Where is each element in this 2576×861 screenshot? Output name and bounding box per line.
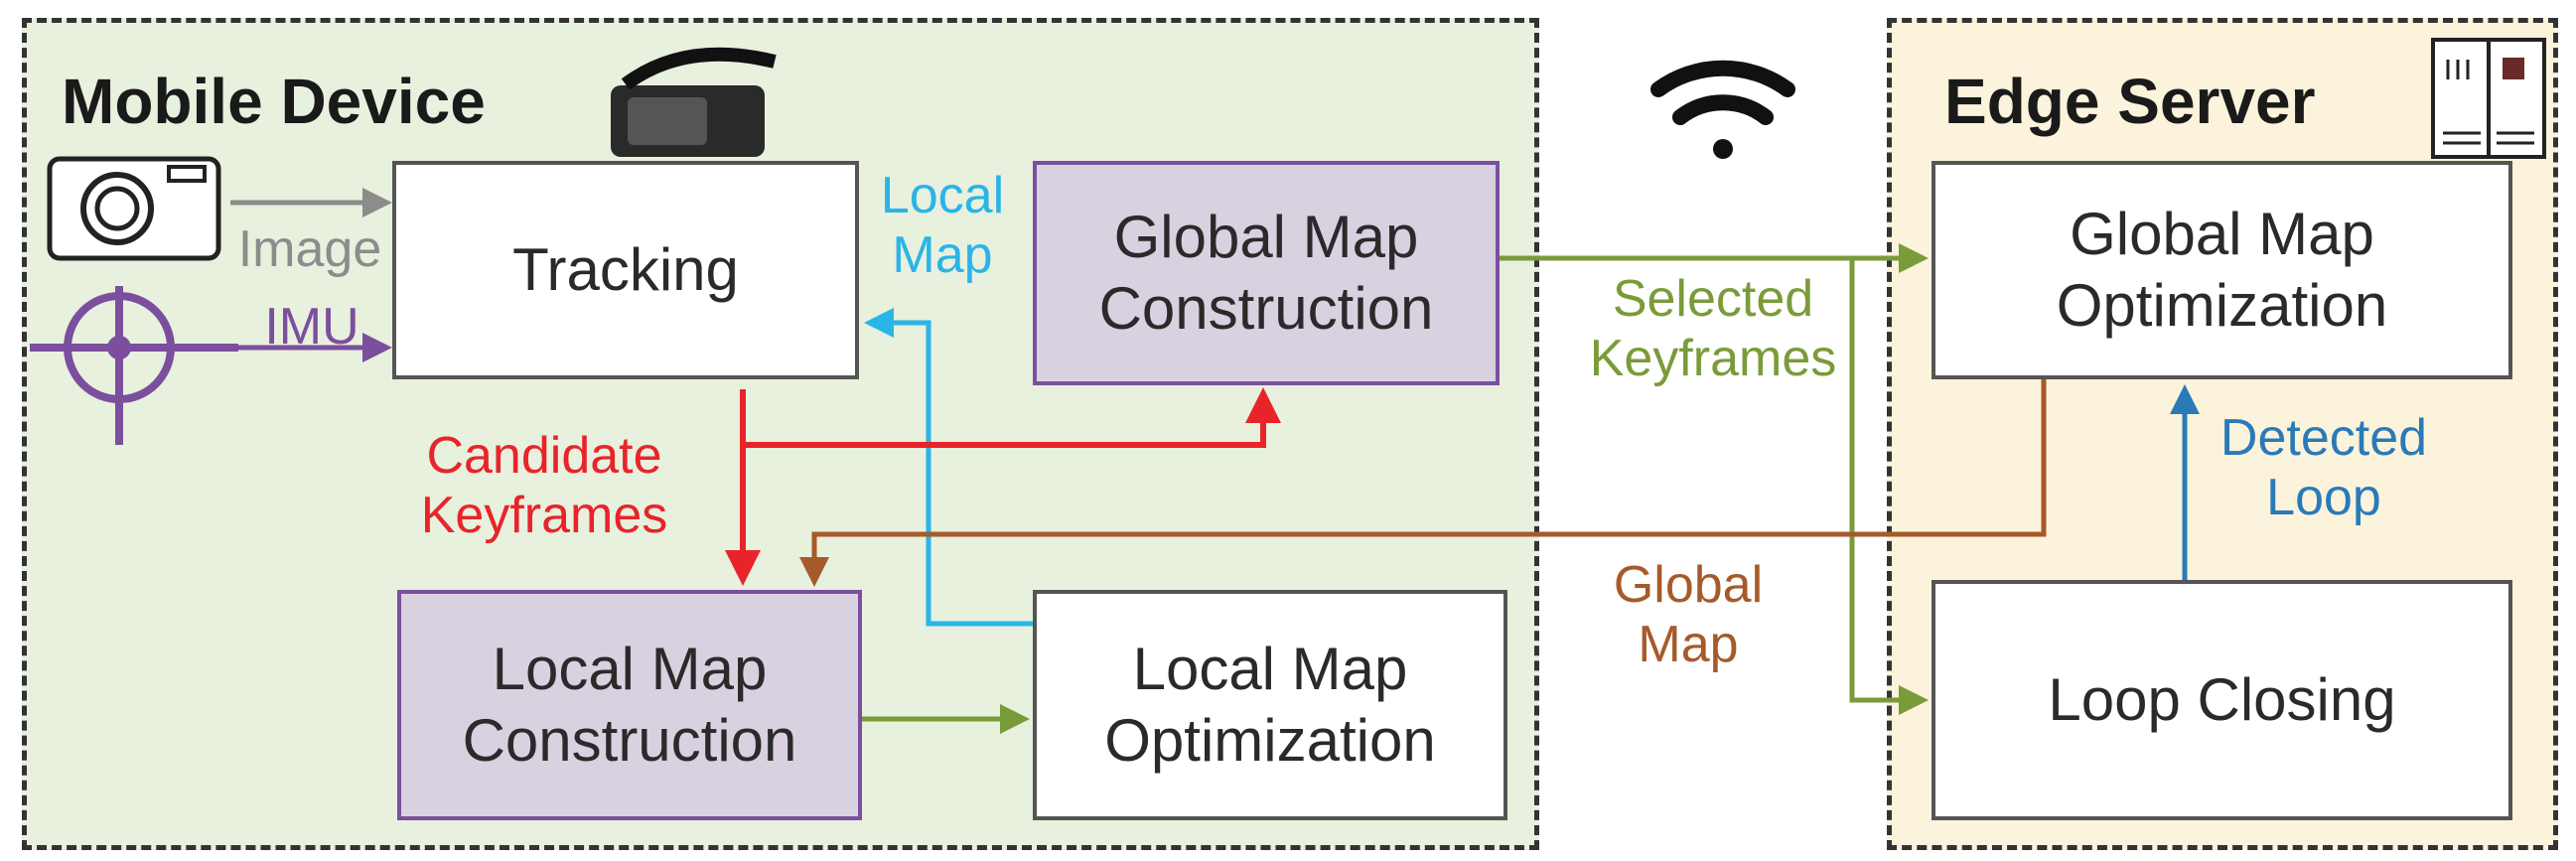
mobile-device-title: Mobile Device — [62, 66, 486, 137]
wifi-icon — [1650, 60, 1795, 159]
local-map-arrow — [864, 308, 1043, 627]
selected-keyframes-label: Selected Keyframes — [1589, 270, 1837, 387]
local-map-label: Local Map — [880, 167, 1005, 284]
local-map-construction-box: Local Map Construction — [397, 590, 862, 820]
imu-label: IMU — [264, 298, 359, 356]
server-icon — [2431, 38, 2546, 159]
local-map-optimization-box: Local Map Optimization — [1033, 590, 1507, 820]
global-map-arrow — [799, 379, 2047, 587]
global-map-optimization-box: Global Map Optimization — [1932, 161, 2512, 379]
image-label: Image — [237, 220, 382, 278]
detected-loop-label: Detected Loop — [2219, 409, 2428, 526]
imu-sensor-icon — [30, 286, 238, 445]
camera-icon — [47, 156, 221, 261]
selected-keyframes-arrow-lc — [1849, 258, 1929, 715]
edge-server-title: Edge Server — [1944, 66, 2316, 137]
global-map-label: Global Map — [1613, 556, 1764, 673]
global-map-construction-box: Global Map Construction — [1033, 161, 1500, 385]
vr-headset-icon — [611, 47, 780, 168]
candidate-keyframes-label: Candidate Keyframes — [420, 427, 668, 544]
loop-closing-box: Loop Closing — [1932, 580, 2512, 820]
tracking-box: Tracking — [392, 161, 859, 379]
candidate-keyframes-arrow-gmc — [743, 387, 1281, 448]
